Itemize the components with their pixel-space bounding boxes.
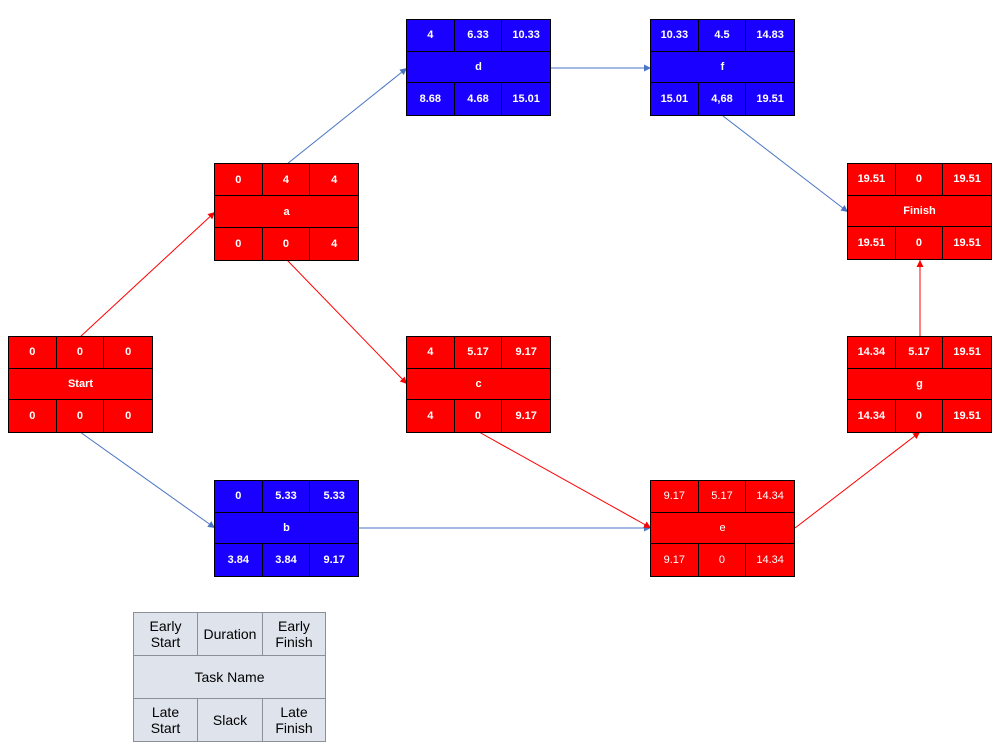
edge-c-e	[478, 431, 652, 529]
node-finish-early-start: 19.51	[848, 164, 896, 196]
node-f-name: f	[651, 52, 794, 84]
legend-late-start: Late Start	[134, 699, 198, 741]
node-a-early-finish: 4	[310, 164, 358, 196]
edge-f-finish	[722, 115, 849, 213]
node-b-late-start: 3.84	[215, 544, 263, 576]
node-e-early-finish: 14.34	[746, 481, 794, 513]
edge-e-g	[794, 431, 921, 529]
node-e-late-finish: 14.34	[756, 554, 784, 567]
node-g-slack: 0	[896, 400, 944, 432]
node-e-duration: 5.17	[698, 481, 747, 513]
edge-start-b	[79, 431, 216, 529]
node-g-duration: 5.17	[895, 337, 944, 369]
node-g-name: g	[848, 369, 991, 401]
node-e-early-start: 9.17	[651, 481, 699, 513]
node-start: 0 0 0 Start 0 0 0	[8, 336, 153, 433]
legend-early-finish: Early Finish	[263, 613, 325, 656]
legend-late-finish: Late Finish	[275, 704, 313, 736]
node-d-late-start: 8.68	[407, 83, 455, 115]
node-b-slack: 3.84	[263, 544, 311, 576]
node-c-late-start: 4	[407, 400, 455, 432]
node-e: 9.17 5.17 14.34 e 9.17 0 14.34	[650, 480, 795, 577]
node-f-late-finish: 19.51	[756, 93, 784, 106]
node-a-name: a	[215, 196, 358, 228]
node-e-late-start: 9.17	[651, 544, 699, 576]
node-f-early-finish: 14.83	[746, 20, 794, 52]
node-start-slack: 0	[57, 400, 105, 432]
legend-slack: Slack	[198, 699, 263, 741]
node-c-late-finish: 9.17	[515, 410, 537, 423]
node-a-early-start: 0	[215, 164, 263, 196]
node-d: 4 6.33 10.33 d 8.68 4.68 15.01	[406, 19, 551, 116]
node-f-late-start: 15.01	[651, 83, 699, 115]
node-finish-slack: 0	[896, 227, 944, 259]
node-start-duration: 0	[56, 337, 105, 369]
node-g: 14.34 5.17 19.51 g 14.34 0 19.51	[847, 336, 992, 433]
legend-early-start: Early Start	[134, 613, 198, 656]
node-g-early-start: 14.34	[848, 337, 896, 369]
node-g-late-start: 14.34	[848, 400, 896, 432]
node-finish-early-finish: 19.51	[943, 164, 991, 196]
node-g-late-finish: 19.51	[953, 410, 981, 423]
node-b-late-finish: 9.17	[323, 554, 345, 567]
legend-duration: Duration	[198, 613, 263, 656]
node-g-early-finish: 19.51	[943, 337, 991, 369]
node-start-late-finish: 0	[125, 410, 132, 423]
node-b: 0 5.33 5.33 b 3.84 3.84 9.17	[214, 480, 359, 577]
node-c-slack: 0	[455, 400, 503, 432]
node-e-name: e	[651, 513, 794, 545]
node-f: 10.33 4.5 14.83 f 15.01 4,68 19.51	[650, 19, 795, 116]
node-b-name: b	[215, 513, 358, 545]
node-f-slack: 4,68	[699, 83, 747, 115]
node-start-name: Start	[9, 369, 152, 401]
legend-key: Early Start Duration Early Finish Task N…	[133, 612, 326, 742]
edge-a-c	[286, 259, 408, 385]
node-d-early-finish: 10.33	[502, 20, 550, 52]
node-b-early-finish: 5.33	[310, 481, 358, 513]
node-c: 4 5.17 9.17 c 4 0 9.17	[406, 336, 551, 433]
node-a-late-finish: 4	[331, 238, 338, 250]
edge-a-d	[286, 67, 408, 165]
node-f-early-start: 10.33	[651, 20, 699, 52]
node-d-early-start: 4	[407, 20, 455, 52]
node-a: 0 4 4 a 0 0 4	[214, 163, 359, 261]
node-start-early-start: 0	[9, 337, 57, 369]
node-d-late-finish: 15.01	[512, 93, 540, 106]
node-c-early-start: 4	[407, 337, 455, 369]
node-f-duration: 4.5	[698, 20, 747, 52]
node-a-duration: 4	[262, 164, 311, 196]
legend-task-name: Task Name	[134, 656, 325, 699]
node-finish: 19.51 0 19.51 Finish 19.51 0 19.51	[847, 163, 992, 260]
node-a-late-start: 0	[215, 228, 263, 260]
edge-start-a	[79, 211, 216, 338]
node-start-early-finish: 0	[104, 337, 152, 369]
node-d-name: d	[407, 52, 550, 84]
node-finish-late-finish: 19.51	[953, 237, 981, 250]
node-a-slack: 0	[263, 228, 311, 260]
node-c-early-finish: 9.17	[502, 337, 550, 369]
node-finish-late-start: 19.51	[848, 227, 896, 259]
node-c-name: c	[407, 369, 550, 401]
node-finish-name: Finish	[848, 196, 991, 228]
node-b-early-start: 0	[215, 481, 263, 513]
node-b-duration: 5.33	[262, 481, 311, 513]
node-e-slack: 0	[699, 544, 747, 576]
node-d-slack: 4.68	[455, 83, 503, 115]
node-start-late-start: 0	[9, 400, 57, 432]
node-d-duration: 6.33	[454, 20, 503, 52]
node-c-duration: 5.17	[454, 337, 503, 369]
node-finish-duration: 0	[895, 164, 944, 196]
